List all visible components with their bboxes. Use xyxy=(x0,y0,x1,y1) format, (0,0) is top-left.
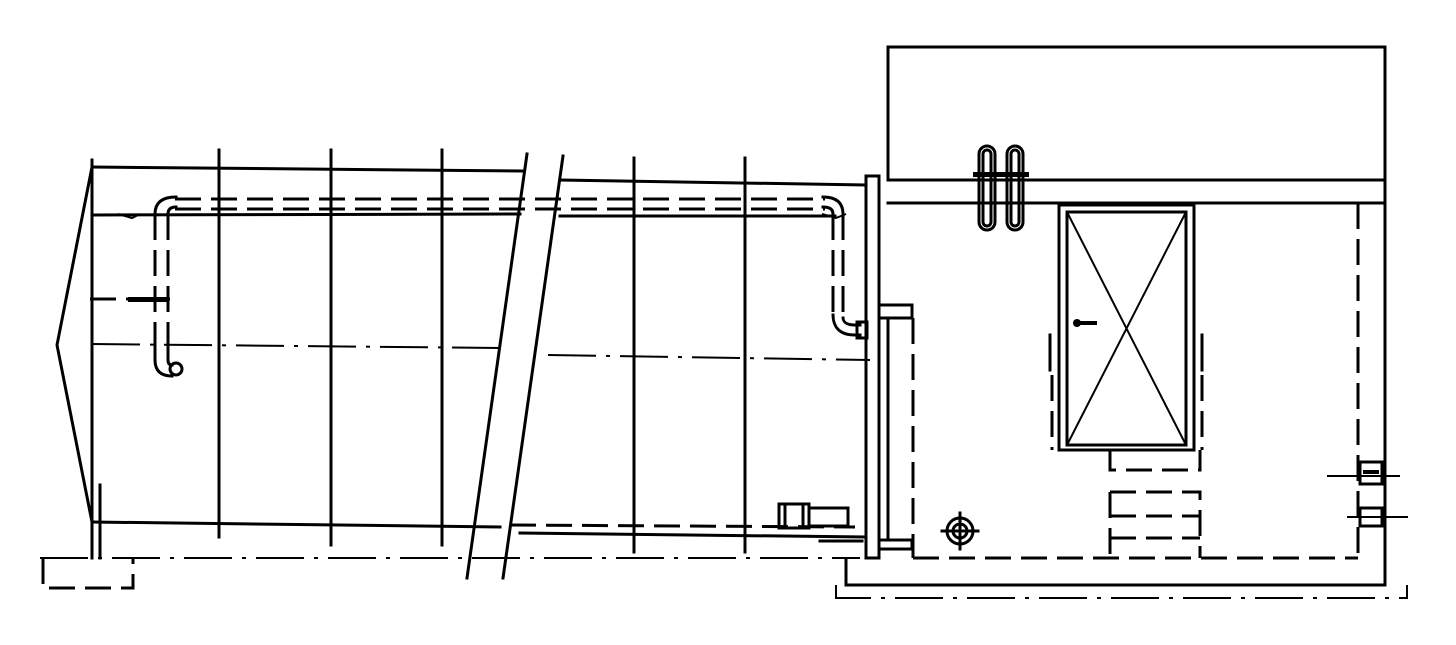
partition-column xyxy=(864,174,881,560)
left-vertical-pipe xyxy=(90,214,184,378)
tank-bottom-edge xyxy=(90,520,502,529)
tank-inner-bottom-dashed xyxy=(509,523,856,529)
door xyxy=(1048,203,1204,472)
vent-pipes xyxy=(973,144,1029,232)
stiffener-ribs xyxy=(217,148,747,554)
left-support xyxy=(90,483,102,560)
pipe-end-cap xyxy=(168,361,184,377)
tank-top-edge xyxy=(90,165,524,173)
tank-left-end xyxy=(55,165,94,524)
base-centerline xyxy=(835,585,1408,599)
pump-house xyxy=(835,45,1408,599)
tank xyxy=(40,148,871,590)
steps-dashed xyxy=(1108,490,1202,558)
break-lines xyxy=(465,152,565,580)
valve-symbol xyxy=(940,511,980,551)
base-slab xyxy=(844,558,1387,587)
roof xyxy=(886,45,1387,182)
tank-centerline xyxy=(91,343,871,361)
tank-top-edge-right xyxy=(558,178,867,187)
right-vertical-pipe xyxy=(831,214,869,340)
tank-bottom-edge-right xyxy=(518,531,867,539)
tank-inner-top xyxy=(90,212,522,217)
top-pipe xyxy=(117,195,847,220)
wall-fittings xyxy=(1327,460,1408,528)
bottom-outlet-flange xyxy=(777,502,864,543)
left-foundation-dashed xyxy=(41,558,135,590)
